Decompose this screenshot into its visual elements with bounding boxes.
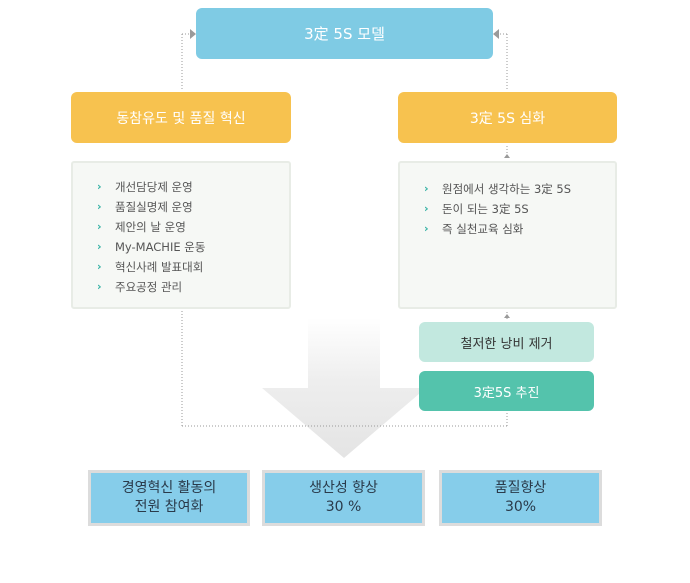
arrow-left-icon [493,29,499,39]
waste-removal-label: 철저한 낭비 제거 [460,336,553,352]
result-line: 30% [504,499,537,515]
arrow-up-icon [504,154,510,158]
chevron-right-icon: › [424,222,429,235]
chevron-right-icon: › [97,220,102,233]
list-item: ›품질실명제 운영 [97,197,205,217]
list-item: ›원점에서 생각하는 3定 5S [424,179,571,199]
arrow-down-icon [262,318,426,458]
model-title: 3定 5S 모델 [304,25,385,43]
left-activity-panel: ›개선담당제 운영 ›품질실명제 운영 ›제안의 날 운영 ›My-MACHIE… [71,161,291,309]
list-item: ›혁신사례 발표대회 [97,257,205,277]
left-activity-list: ›개선담당제 운영 ›품질실명제 운영 ›제안의 날 운영 ›My-MACHIE… [97,177,205,297]
left-heading: 동참유도 및 품질 혁신 [116,110,246,127]
result-box-participation: 경영혁신 활동의 전원 참여화 [88,470,250,526]
chevron-right-icon: › [424,202,429,215]
promotion-box: 3定5S 추진 [419,371,594,411]
right-heading-box: 3定 5S 심화 [398,92,617,143]
list-item: ›제안의 날 운영 [97,217,205,237]
list-item: ›주요공정 관리 [97,277,205,297]
right-heading: 3定 5S 심화 [469,110,546,127]
result-line: 생산성 향상 [309,480,378,496]
promotion-label: 3定5S 추진 [473,385,540,401]
result-box-productivity: 생산성 향상 30 % [262,470,425,526]
list-item: ›My-MACHIE 운동 [97,237,205,257]
result-line: 품질향상 [494,480,547,496]
list-item: ›즉 실천교육 심화 [424,219,571,239]
arrow-right-icon [190,29,196,39]
left-heading-box: 동참유도 및 품질 혁신 [71,92,291,143]
list-item: ›돈이 되는 3定 5S [424,199,571,219]
result-box-quality: 품질향상 30% [439,470,602,526]
arrow-up-icon [504,314,510,318]
chevron-right-icon: › [97,240,102,253]
chevron-right-icon: › [97,200,102,213]
chevron-right-icon: › [97,280,102,293]
chevron-right-icon: › [97,260,102,273]
right-activity-panel: ›원점에서 생각하는 3定 5S ›돈이 되는 3定 5S ›즉 실천교육 심화 [398,161,617,309]
chevron-right-icon: › [97,180,102,193]
chevron-right-icon: › [424,182,429,195]
result-line: 30 % [325,499,362,515]
list-item: ›개선담당제 운영 [97,177,205,197]
result-line: 전원 참여화 [134,499,204,515]
waste-removal-box: 철저한 낭비 제거 [419,322,594,362]
model-title-box: 3定 5S 모델 [196,8,493,59]
right-activity-list: ›원점에서 생각하는 3定 5S ›돈이 되는 3定 5S ›즉 실천교육 심화 [424,179,571,239]
result-line: 경영혁신 활동의 [121,480,217,496]
